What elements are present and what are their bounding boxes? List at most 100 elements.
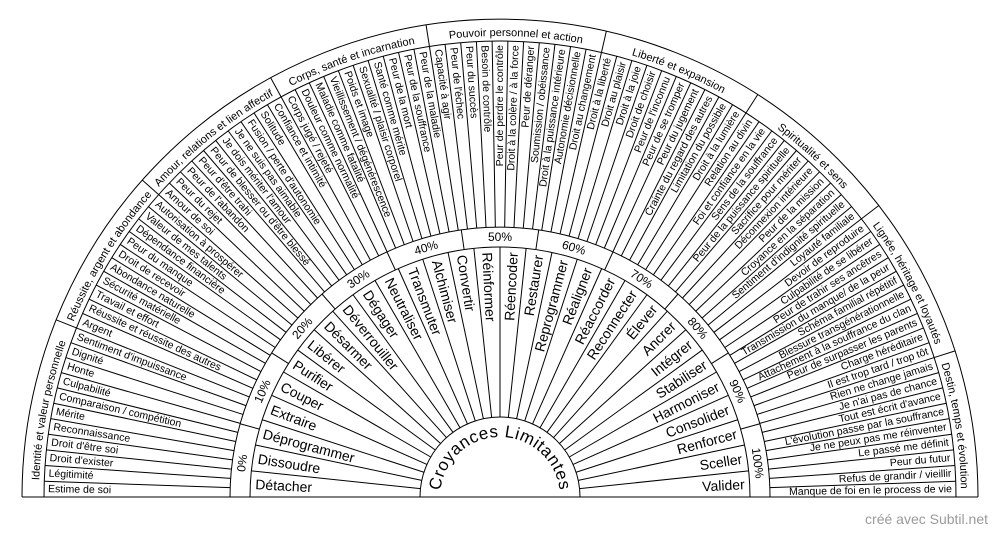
item-divider	[294, 89, 380, 257]
percent-label: 0%	[234, 453, 250, 472]
item-divider	[629, 96, 720, 261]
action-divider	[313, 329, 441, 444]
item-divider	[460, 42, 478, 229]
item-divider	[267, 104, 363, 265]
item-divider	[765, 418, 950, 452]
item-divider	[701, 194, 842, 319]
action-divider	[283, 371, 431, 458]
action-label: Réencoder	[501, 252, 521, 322]
percent-label: 60%	[560, 238, 587, 258]
belief-item[interactable]: Peur de déranger	[520, 45, 538, 128]
item-divider	[158, 194, 299, 319]
item-divider	[337, 70, 405, 245]
item-divider	[57, 387, 238, 433]
category-divider	[425, 24, 430, 47]
item-divider	[148, 206, 293, 326]
item-divider	[532, 44, 556, 230]
percent-label: 80%	[685, 314, 711, 342]
item-divider	[475, 41, 487, 228]
action-divider	[546, 294, 648, 433]
belief-item[interactable]: Légitimité	[48, 468, 94, 482]
item-divider	[541, 46, 572, 231]
item-divider	[753, 342, 930, 407]
item-divider	[550, 49, 587, 232]
item-divider	[667, 140, 785, 287]
action-divider	[564, 349, 703, 451]
item-divider	[61, 372, 241, 424]
item-divider	[44, 480, 231, 489]
belief-item[interactable]: Peur du succès	[463, 46, 480, 119]
belief-item[interactable]: Peur du futur	[889, 452, 951, 469]
item-divider	[652, 121, 760, 276]
item-divider	[764, 402, 947, 442]
belief-item[interactable]: Besoin de contrôle	[478, 45, 493, 132]
item-divider	[719, 231, 872, 341]
belief-item[interactable]: Manque de foi en le process de vie	[789, 483, 952, 498]
action-divider	[579, 470, 749, 490]
belief-item[interactable]: Mérite	[55, 406, 86, 423]
belief-item[interactable]: Droit d'exister	[49, 452, 114, 470]
action-divider	[575, 419, 738, 473]
percent-divider	[740, 423, 760, 430]
item-divider	[682, 160, 809, 299]
item-divider	[352, 65, 414, 242]
action-divider	[578, 444, 745, 481]
item-divider	[695, 182, 832, 312]
item-divider	[179, 171, 312, 305]
action-divider	[352, 294, 454, 433]
item-divider	[253, 112, 355, 270]
percent-divider	[386, 251, 396, 271]
item-divider	[382, 56, 432, 237]
belief-item[interactable]: Estime de soi	[48, 483, 111, 496]
category-divider	[600, 30, 607, 53]
action-divider	[297, 349, 436, 451]
action-divider	[559, 329, 687, 444]
item-divider	[398, 52, 441, 234]
action-divider	[569, 371, 717, 458]
item-divider	[768, 449, 954, 470]
action-divider	[516, 252, 553, 419]
item-divider	[675, 150, 797, 293]
item-divider	[637, 104, 733, 265]
item-divider	[759, 372, 939, 424]
item-divider	[660, 130, 773, 281]
percent-label: 40%	[413, 237, 440, 257]
belief-item[interactable]: Refus de grandir / vieillir	[839, 468, 953, 486]
percent-label: 10%	[251, 377, 274, 405]
item-divider	[750, 327, 924, 398]
percent-label: 100%	[749, 447, 767, 480]
ring-arc-3	[43, 40, 957, 498]
ring-arc-2	[229, 226, 771, 498]
item-divider	[738, 284, 905, 372]
category-header-text: Pouvoir personnel et action	[448, 27, 583, 46]
belief-item[interactable]: Peur de perdre le contrôle	[494, 45, 506, 167]
item-divider	[767, 433, 952, 461]
item-divider	[45, 465, 231, 479]
category-divider	[141, 179, 160, 195]
action-divider	[255, 444, 422, 481]
item-divider	[769, 465, 955, 479]
item-divider	[46, 449, 232, 470]
item-divider	[491, 41, 496, 228]
item-divider	[444, 44, 468, 230]
item-divider	[568, 56, 618, 237]
item-divider	[280, 96, 371, 261]
action-divider	[422, 259, 476, 422]
percent-label: 20%	[289, 314, 315, 342]
item-divider	[76, 327, 250, 398]
item-divider	[191, 160, 318, 299]
item-divider	[746, 312, 918, 389]
item-divider	[513, 41, 525, 228]
item-divider	[645, 112, 747, 270]
item-divider	[559, 52, 602, 234]
item-divider	[769, 480, 956, 489]
action-divider	[524, 259, 578, 422]
belief-item[interactable]: Droit à la colère / à la force	[505, 45, 521, 171]
action-label: Détacher	[255, 476, 313, 495]
item-divider	[65, 357, 244, 415]
item-divider	[308, 82, 388, 252]
item-divider	[215, 140, 333, 287]
item-divider	[88, 298, 257, 381]
action-divider	[447, 252, 484, 419]
